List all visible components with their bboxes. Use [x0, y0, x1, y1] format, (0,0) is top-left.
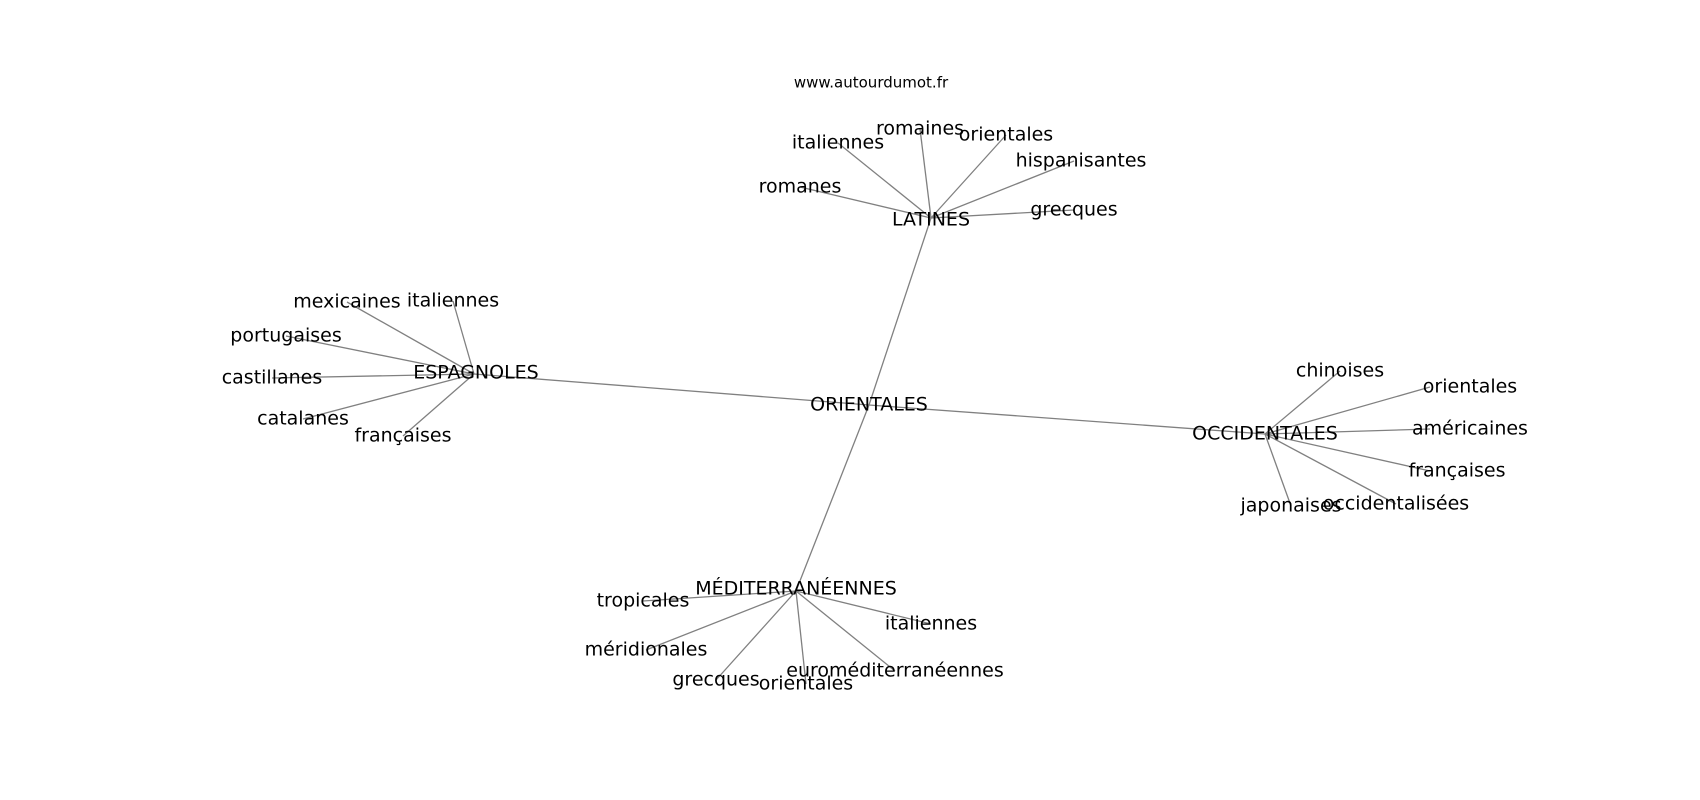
leaf-node-espagnoles-castillanes: castillanes	[222, 367, 323, 389]
edge-root-to-occidentales	[868, 404, 1266, 435]
edge-mediterraneennes-to-euromediterraneennes	[795, 590, 896, 672]
leaf-node-espagnoles-mexicaines: mexicaines	[293, 291, 400, 313]
edge-mediterraneennes-to-orientales	[795, 590, 807, 685]
leaf-node-mediterraneennes-grecques: grecques	[672, 669, 759, 691]
leaf-node-espagnoles-portugaises: portugaises	[230, 325, 341, 347]
leaf-node-occidentales-francaises: françaises	[1408, 460, 1505, 482]
hub-node-latines: LATINES	[892, 209, 970, 231]
leaf-node-latines-orientales: orientales	[959, 124, 1053, 146]
edge-occidentales-to-francaises	[1264, 433, 1431, 472]
graph-labels: www.autourdumot.fr LATINES romanes italien…	[222, 74, 1528, 695]
leaf-node-latines-italiennes: italiennes	[792, 132, 884, 154]
edge-mediterraneennes-to-tropicales	[642, 590, 797, 602]
leaf-node-mediterraneennes-meridionales: méridionales	[585, 639, 708, 661]
edge-root-to-mediterraneennes	[795, 404, 870, 592]
edge-espagnoles-to-portugaises	[285, 335, 475, 375]
leaf-node-occidentales-occidentalisees: occidentalisées	[1323, 493, 1469, 515]
hub-node-espagnoles: ESPAGNOLES	[413, 362, 539, 384]
leaf-node-espagnoles-catalanes: catalanes	[257, 408, 349, 430]
leaf-node-mediterraneennes-orientales: orientales	[759, 673, 853, 695]
edge-espagnoles-to-francaises	[402, 373, 475, 437]
edge-latines-to-hispanisantes	[930, 160, 1075, 219]
leaf-node-latines-grecques: grecques	[1030, 199, 1117, 221]
edge-espagnoles-to-catalanes	[302, 373, 475, 420]
edge-mediterraneennes-to-grecques	[715, 590, 797, 681]
leaf-node-espagnoles-italiennes: italiennes	[407, 290, 499, 312]
leaf-node-mediterraneennes-tropicales: tropicales	[597, 590, 690, 612]
leaf-node-latines-romaines: romaines	[876, 118, 964, 140]
edge-espagnoles-to-castillanes	[271, 373, 475, 379]
edge-root-to-latines	[868, 217, 932, 406]
edge-mediterraneennes-to-italiennes	[795, 590, 932, 625]
leaf-node-occidentales-americaines: américaines	[1412, 418, 1528, 440]
edge-mediterraneennes-to-meridionales	[645, 590, 797, 651]
graph-edges	[271, 128, 1431, 685]
edge-root-to-espagnoles	[473, 373, 870, 406]
root-node-label: ORIENTALES	[810, 394, 928, 416]
edge-latines-to-grecques	[930, 209, 1075, 219]
edge-latines-to-romanes	[799, 186, 932, 219]
edge-espagnoles-to-mexicaines	[346, 301, 475, 375]
leaf-node-latines-romanes: romanes	[759, 176, 842, 198]
leaf-node-latines-hispanisantes: hispanisantes	[1016, 150, 1147, 172]
hub-node-occidentales: OCCIDENTALES	[1192, 423, 1338, 445]
edge-latines-to-romaines	[919, 128, 932, 219]
leaf-node-occidentales-orientales: orientales	[1423, 376, 1517, 398]
source-label: www.autourdumot.fr	[794, 74, 949, 92]
leaf-node-occidentales-japonaises: japonaises	[1239, 495, 1341, 517]
leaf-node-mediterraneennes-euromediterraneennes: euroméditerranéennes	[786, 660, 1003, 682]
leaf-node-espagnoles-francaises: françaises	[354, 425, 451, 447]
edge-occidentales-to-americaines	[1264, 428, 1431, 435]
edge-occidentales-to-orientales	[1264, 386, 1431, 435]
hub-node-mediterraneennes: MÉDITERRANÉENNES	[695, 577, 897, 600]
edge-latines-to-italiennes	[837, 142, 932, 219]
edge-latines-to-orientales	[930, 134, 1007, 219]
edge-occidentales-to-japonaises	[1264, 433, 1292, 507]
leaf-node-occidentales-chinoises: chinoises	[1296, 360, 1384, 382]
edge-espagnoles-to-italiennes	[452, 300, 475, 375]
edge-occidentales-to-chinoises	[1264, 370, 1341, 435]
edge-occidentales-to-occidentalisees	[1264, 433, 1397, 505]
leaf-node-mediterraneennes-italiennes: italiennes	[885, 613, 977, 635]
